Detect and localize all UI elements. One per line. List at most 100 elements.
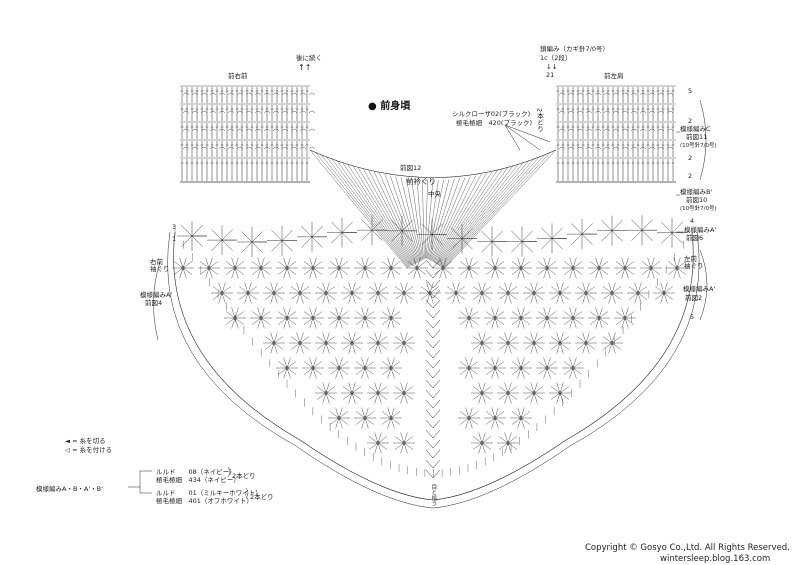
flower-stitch xyxy=(559,332,564,344)
flower-stitch xyxy=(394,336,405,344)
flower-center xyxy=(376,391,380,395)
flower-stitch xyxy=(507,342,512,354)
flower-stitch xyxy=(296,292,301,304)
flower-center xyxy=(311,366,315,370)
flower-stitch xyxy=(244,292,249,304)
loop-mark xyxy=(236,146,244,150)
loop-mark xyxy=(576,92,584,96)
center-braid xyxy=(425,349,441,359)
flower-stitch xyxy=(312,261,323,269)
flower-stitch xyxy=(624,317,635,325)
flower-stitch xyxy=(286,267,291,279)
flower-center xyxy=(324,291,328,295)
flower-stitch xyxy=(494,417,505,425)
flower-stitch xyxy=(485,261,496,269)
flower-stitch xyxy=(387,357,392,369)
flower-stitch xyxy=(585,332,590,344)
flower-stitch xyxy=(270,292,275,304)
flower-stitch xyxy=(368,392,379,400)
yoke-fan-chart xyxy=(177,215,687,257)
fan-stitch xyxy=(311,236,323,248)
loop-mark xyxy=(657,92,665,96)
neck-stitch xyxy=(434,173,487,263)
flower-stitch xyxy=(377,292,388,300)
flower-stitch xyxy=(247,282,252,294)
flower-stitch xyxy=(420,286,431,294)
flower-stitch xyxy=(351,282,356,294)
flower-stitch xyxy=(533,332,538,344)
flower-stitch xyxy=(459,311,470,319)
loop-mark xyxy=(272,128,280,132)
flower-stitch xyxy=(364,267,369,279)
flower-stitch xyxy=(387,257,392,269)
flower-stitch xyxy=(231,267,236,279)
flower-stitch xyxy=(364,411,375,419)
neck-stitch xyxy=(406,178,423,261)
flower-stitch xyxy=(468,411,479,419)
label-continue-back: 後に続く xyxy=(296,54,322,62)
flower-stitch xyxy=(504,342,509,354)
flower-stitch xyxy=(465,407,470,419)
flower-stitch xyxy=(299,286,310,294)
row-mark: 3 xyxy=(172,223,177,231)
flower-stitch xyxy=(485,267,496,275)
flower-stitch xyxy=(260,317,271,325)
label-front-2: 前図2 xyxy=(685,294,703,302)
flower-stitch xyxy=(507,436,518,444)
flower-stitch xyxy=(338,317,349,325)
flower-center xyxy=(649,266,653,270)
label-pattern-b: 模様編みB' xyxy=(680,188,713,196)
flower-stitch xyxy=(251,311,262,319)
flower-center xyxy=(610,291,614,295)
fan-stitch xyxy=(181,225,193,237)
flower-stitch xyxy=(585,286,596,294)
body-flower-chart xyxy=(172,257,688,479)
flower-stitch xyxy=(559,336,570,344)
loop-mark xyxy=(254,92,262,96)
flower-stitch xyxy=(468,257,473,269)
neck-stitch xyxy=(427,179,444,259)
flower-stitch xyxy=(338,317,343,329)
flower-stitch xyxy=(598,311,609,319)
flower-stitch xyxy=(543,257,548,269)
flower-stitch xyxy=(286,357,291,369)
flower-stitch xyxy=(390,311,401,319)
flower-center xyxy=(558,341,562,345)
flower-stitch xyxy=(312,257,317,269)
flower-stitch xyxy=(485,311,496,319)
flower-stitch xyxy=(589,311,600,319)
flower-stitch xyxy=(511,261,522,269)
flower-stitch xyxy=(478,342,483,354)
neck-stitch xyxy=(441,157,535,267)
flower-stitch xyxy=(598,267,609,275)
flower-stitch xyxy=(400,282,405,294)
center-braid xyxy=(425,299,441,309)
flower-stitch xyxy=(663,282,668,294)
flower-stitch xyxy=(524,386,535,394)
flower-stitch xyxy=(491,357,496,369)
flower-stitch xyxy=(394,436,405,444)
flower-stitch xyxy=(511,367,522,375)
flower-stitch xyxy=(602,292,613,300)
flower-stitch xyxy=(478,292,483,304)
flower-stitch xyxy=(533,282,538,294)
flower-stitch xyxy=(390,267,395,279)
flower-stitch xyxy=(329,367,340,375)
flower-center xyxy=(350,391,354,395)
loop-mark xyxy=(218,110,226,114)
flower-stitch xyxy=(572,311,583,319)
flower-stitch xyxy=(624,317,629,329)
legend-brace xyxy=(245,487,249,499)
flower-stitch xyxy=(335,317,340,329)
flower-stitch xyxy=(520,367,525,379)
flower-stitch xyxy=(589,317,600,325)
flower-center xyxy=(467,266,471,270)
flower-stitch xyxy=(221,292,226,304)
neck-stitch xyxy=(429,178,460,261)
loop-mark xyxy=(639,110,647,114)
loop-mark xyxy=(585,110,593,114)
flower-stitch xyxy=(325,286,336,294)
flower-stitch xyxy=(234,311,245,319)
row-mark: 2 xyxy=(688,117,693,125)
label-yarn-note-2: 極毛極細 420(ブラック) xyxy=(456,119,532,127)
